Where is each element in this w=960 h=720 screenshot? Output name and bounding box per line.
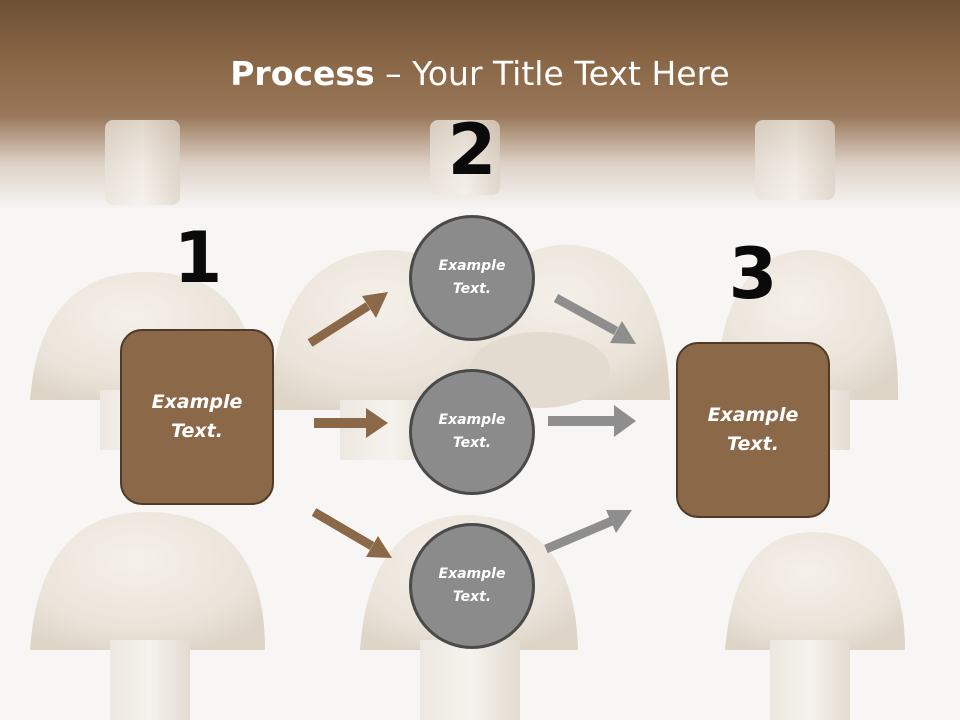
step-number-3: 3 (728, 233, 778, 315)
mushroom-stem (430, 120, 500, 195)
step-number-2: 2 (447, 109, 497, 191)
arrow-right-down-icon (553, 294, 636, 344)
arrow-right-down-icon (311, 508, 392, 558)
title-rest-part: – Your Title Text Here (374, 54, 730, 93)
mushroom-stem (770, 640, 850, 720)
process-circle-top: Example Text. (409, 215, 535, 341)
step-3-box: Example Text. (676, 342, 830, 518)
mushroom-stem (755, 120, 835, 200)
mushroom-stem (420, 640, 520, 720)
slide-title: Process – Your Title Text Here (0, 52, 960, 96)
arrow-right-icon (548, 405, 636, 437)
step-number-1: 1 (173, 217, 223, 299)
mushroom-stem (105, 120, 180, 205)
arrow-right-up-icon (544, 510, 632, 554)
arrow-right-up-icon (307, 292, 388, 347)
process-circle-middle: Example Text. (409, 369, 535, 495)
title-bold-part: Process (230, 54, 375, 93)
step-1-box: Example Text. (120, 329, 274, 505)
mushroom-stem (110, 640, 190, 720)
mushroom-cap (30, 511, 265, 650)
mushroom-cap (725, 531, 905, 650)
process-circle-bottom: Example Text. (409, 523, 535, 649)
arrow-right-icon (314, 408, 388, 438)
